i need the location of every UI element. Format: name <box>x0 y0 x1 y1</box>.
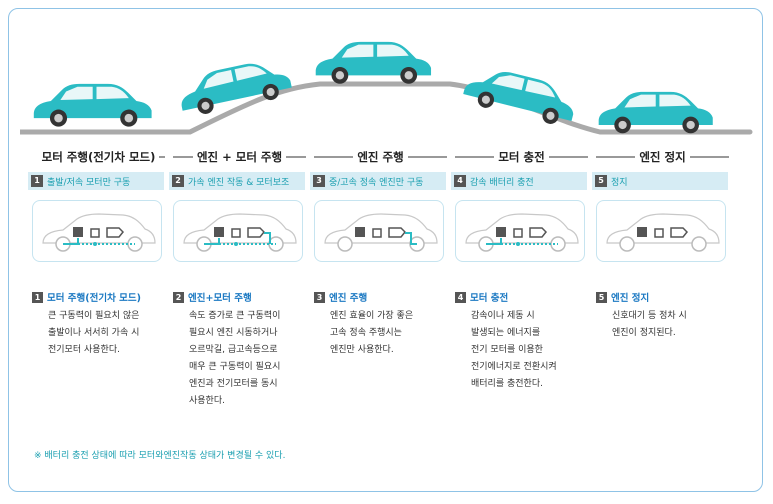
powertrain-diagram-5 <box>596 200 726 262</box>
car-outline-icon <box>324 213 438 252</box>
car-4 <box>461 62 580 129</box>
engine-icon <box>388 227 407 238</box>
mode-bar-2: 2 가속 엔진 작동 & 모터보조 <box>169 172 305 190</box>
mode-number-4: 4 <box>454 175 466 187</box>
powertrain-diagram-3 <box>314 200 444 262</box>
mode-bar-5: 5 정지 <box>592 172 728 190</box>
road-line <box>20 81 753 135</box>
mode-bar-3: 3 중/고속 정속 엔진만 구동 <box>310 172 446 190</box>
engine-icon <box>106 227 125 238</box>
motor-icon <box>90 228 100 238</box>
mode-bars: 1 출발/저속 모터만 구동 2 가속 엔진 작동 & 모터보조 3 중/고속 … <box>28 172 733 190</box>
mode-label-2: 가속 엔진 작동 & 모터보조 <box>188 177 290 188</box>
motor-icon <box>372 228 382 238</box>
powertrain-diagram-1 <box>32 200 162 262</box>
mode-label-4: 감속 배터리 충전 <box>470 177 534 188</box>
description-body-5: 신호대기 등 정차 시 엔진이 정지된다. <box>612 311 687 338</box>
description-body-2: 속도 증가로 큰 구동력이 필요시 엔진 시동하거나 오르막길, 급고속등으로 … <box>189 311 281 406</box>
powertrain-diagrams <box>28 200 733 264</box>
motor-icon <box>231 228 241 238</box>
car-2 <box>175 55 294 119</box>
stage-title-3: 엔진 주행 <box>310 148 451 166</box>
engine-icon <box>529 227 548 238</box>
road-profile <box>20 81 753 135</box>
car-5 <box>598 91 713 134</box>
description-title-5: 엔진 정지 <box>611 293 650 304</box>
powertrain-diagram-4 <box>455 200 585 262</box>
motor-icon <box>513 228 523 238</box>
stage-titles: 모터 주행(전기차 모드) 엔진 + 모터 주행 엔진 주행 모터 충전 엔진 … <box>28 148 733 166</box>
description-title-4: 모터 충전 <box>470 293 509 304</box>
engine-icon <box>670 227 689 238</box>
mode-bar-4: 4 감속 배터리 충전 <box>451 172 587 190</box>
footnote: ※ 배터리 충전 상태에 따라 모터와엔진작동 상태가 변경될 수 있다. <box>34 451 286 461</box>
battery-icon <box>214 227 224 237</box>
cars-layer <box>33 41 713 134</box>
mode-number-1: 1 <box>31 175 43 187</box>
mode-label-3: 중/고속 정속 엔진만 구동 <box>329 177 424 188</box>
motor-icon <box>654 228 664 238</box>
mode-number-5: 5 <box>595 175 607 187</box>
description-body-4: 감속이나 제동 시 발생되는 에너지를 전기 모터를 이용한 전기에너지로 전환… <box>471 311 557 389</box>
battery-icon <box>637 227 647 237</box>
powertrain-diagram-2 <box>173 200 303 262</box>
car-outline-icon <box>183 213 297 252</box>
battery-icon <box>496 227 506 237</box>
stage-title-4: 모터 충전 <box>451 148 592 166</box>
description-body-3: 엔진 효율이 가장 좋은 고속 정속 주행시는 엔진만 사용한다. <box>330 311 414 355</box>
engine-icon <box>247 227 266 238</box>
battery-icon <box>73 227 83 237</box>
description-title-3: 엔진 주행 <box>329 293 368 304</box>
description-body-1: 큰 구동력이 필요치 않은 출발이나 서서히 가속 시 전기모터 사용한다. <box>48 311 140 355</box>
car-3 <box>315 41 432 84</box>
car-outline-icon <box>42 213 156 252</box>
mode-number-3: 3 <box>313 175 325 187</box>
battery-icon <box>355 227 365 237</box>
stage-title-1: 모터 주행(전기차 모드) <box>28 148 169 166</box>
stage-title-5: 엔진 정지 <box>592 148 733 166</box>
car-outline-icon <box>606 213 720 252</box>
description-title-2: 엔진+모터 주행 <box>188 293 252 304</box>
mode-label-1: 출발/저속 모터만 구동 <box>47 177 131 188</box>
car-outline-icon <box>465 213 579 252</box>
car-1 <box>33 83 152 127</box>
description-title-1: 모터 주행(전기차 모드) <box>47 293 141 304</box>
stage-title-2: 엔진 + 모터 주행 <box>169 148 310 166</box>
mode-bar-1: 1 출발/저속 모터만 구동 <box>28 172 164 190</box>
mode-number-2: 2 <box>172 175 184 187</box>
mode-label-5: 정지 <box>611 177 628 188</box>
